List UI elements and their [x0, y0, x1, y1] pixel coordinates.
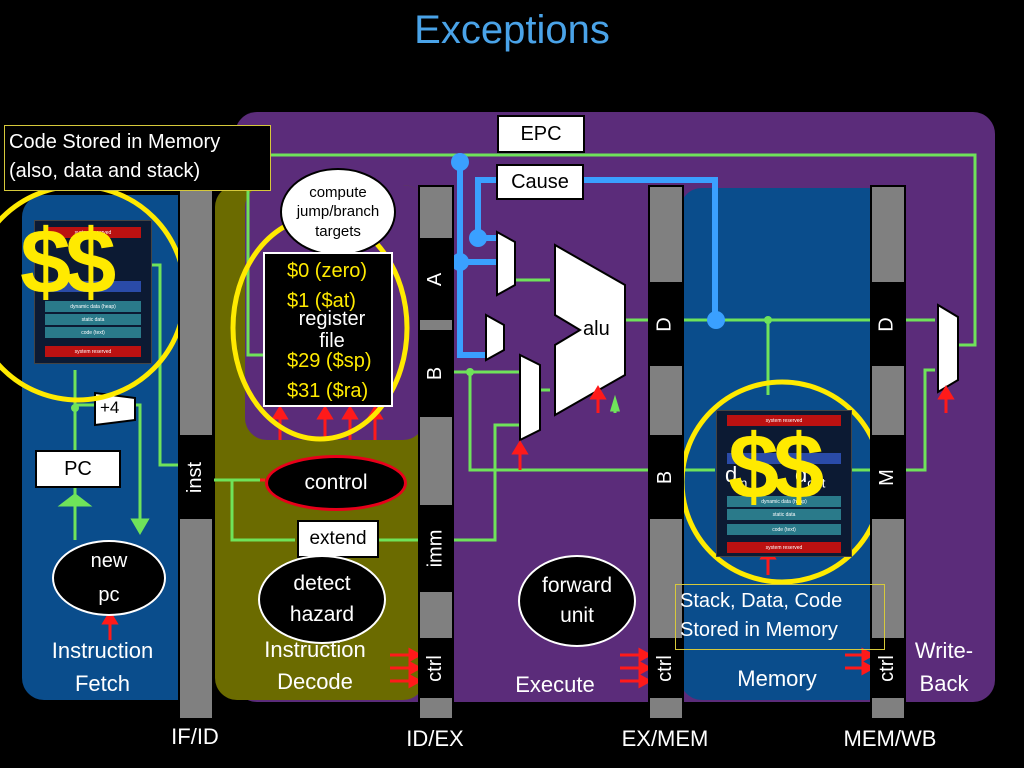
- slide-title: Exceptions: [414, 8, 610, 52]
- register-file: $0 (zero) $1 ($at) register file $29 ($s…: [263, 252, 393, 407]
- idex-b-field: B: [419, 330, 452, 417]
- label-exmem: EX/MEM: [621, 726, 709, 751]
- code-memory-note: Code Stored in Memory (also, data and st…: [4, 125, 271, 191]
- muxes: [485, 230, 959, 442]
- stage-label-memory: Memory: [737, 666, 817, 691]
- reg-ra: $31 ($ra): [287, 380, 369, 402]
- writeback-mux: [937, 303, 959, 394]
- stage-label-decode: Instruction Decode: [264, 637, 366, 694]
- alu-b-mux: [519, 353, 541, 442]
- hazard-detection-unit: detect hazard: [258, 555, 386, 644]
- idex-a-field: A: [419, 238, 452, 320]
- sign-extend-unit: extend: [297, 520, 379, 558]
- reg-zero: $0 (zero): [287, 260, 368, 282]
- alu-label: alu: [583, 318, 610, 340]
- forward-b-mux: [485, 313, 505, 362]
- stack-memory-note: Stack, Data, Code Stored in Memory: [675, 584, 885, 650]
- reg-at: $1 ($at): [287, 290, 356, 312]
- new-pc-unit: new pc: [52, 540, 166, 616]
- reg-sp: $29 ($sp): [287, 350, 372, 372]
- compute-targets-unit: compute jump/branch targets: [280, 168, 396, 256]
- register-file-label: register file: [298, 308, 366, 352]
- idex-ctrl-field: ctrl: [419, 638, 452, 698]
- newpc-to-pc-arrow: [57, 493, 93, 507]
- label-memwb: MEM/WB: [843, 726, 937, 751]
- b-to-exmem-wire: [468, 372, 650, 472]
- green-junctions: [71, 316, 772, 412]
- green-wires: [73, 153, 977, 542]
- left-feedback-wire: [246, 155, 265, 357]
- ifid-inst-field: inst: [179, 435, 212, 519]
- blue-forward-wire-1: [457, 160, 485, 358]
- stage-label-writeback: Write- Back: [914, 638, 974, 696]
- data-memory-map: system reserved stack dynamic data (heap…: [716, 410, 852, 557]
- imm-to-mux-wire: [452, 423, 520, 542]
- label-idex: ID/EX: [406, 726, 464, 751]
- memwb-d-field: D: [871, 282, 904, 366]
- alu-a-mux: [496, 230, 516, 297]
- control-arrows: [101, 385, 955, 689]
- cause-register: Cause: [496, 164, 584, 200]
- alu-shape: [554, 243, 626, 417]
- top-feedback-wire: [248, 153, 977, 347]
- stage-label-execute: Execute: [515, 672, 595, 697]
- memwb-ctrl-field: ctrl: [871, 638, 904, 698]
- dollar-highlight-left: $$: [20, 211, 116, 313]
- plus4-label: +4: [100, 398, 120, 417]
- green-arrows: [57, 394, 621, 535]
- instruction-memory-map: system reserved stack dynamic data (heap…: [34, 220, 152, 364]
- forwarding-unit: forward unit: [518, 555, 636, 647]
- plus4-adder: [94, 391, 136, 427]
- blue-junctions: [451, 153, 725, 329]
- plus4-out-wire: [135, 403, 142, 530]
- exmem-d-field: D: [649, 282, 682, 366]
- inst-to-extend-wire: [230, 480, 295, 542]
- control-unit: control: [265, 455, 407, 511]
- memory-dout-label: dout: [795, 462, 826, 491]
- program-counter: PC: [35, 450, 121, 488]
- blue-cause-wire: [475, 177, 718, 320]
- exmem-b-field: B: [649, 435, 682, 519]
- memory-din-label: din: [725, 462, 748, 491]
- m-to-wbmux-wire: [904, 368, 935, 472]
- idex-imm-field: imm: [419, 505, 452, 592]
- dollar-highlight-right: $$: [728, 416, 824, 518]
- epc-register: EPC: [497, 115, 585, 153]
- exmem-ctrl-field: ctrl: [649, 638, 682, 698]
- stage-label-fetch: Instruction Fetch: [51, 638, 154, 696]
- label-ifid: IF/ID: [171, 724, 219, 749]
- plus4-to-newpc-arrow: [130, 518, 150, 535]
- memwb-m-field: M: [871, 435, 904, 519]
